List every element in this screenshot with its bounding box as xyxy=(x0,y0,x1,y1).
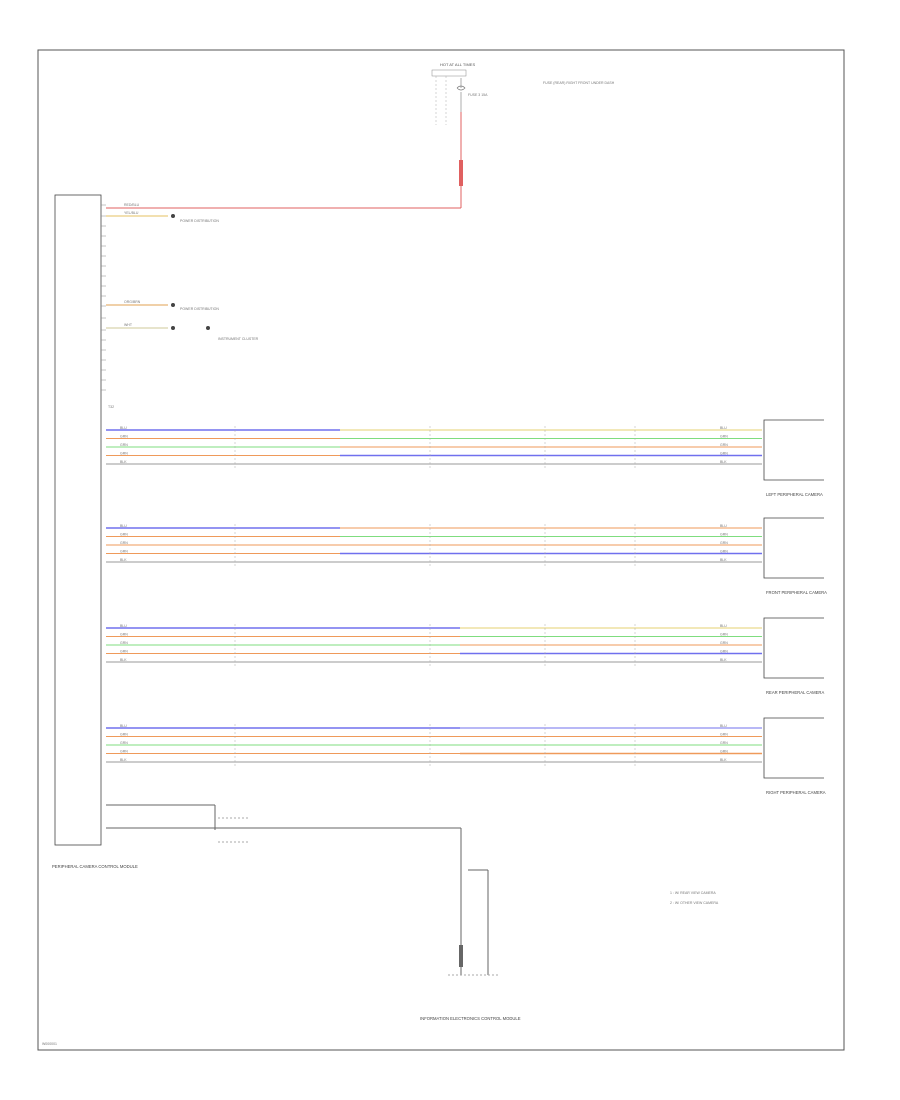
harness-wire-label-right: BLU xyxy=(720,524,727,528)
white-wire-connector xyxy=(171,326,175,330)
legend-item-1: 1 : W/ REAR VIEW CAMERA xyxy=(670,891,716,895)
footer-id: W000001 xyxy=(42,1042,57,1046)
harness-wire-label: GRN xyxy=(120,733,128,737)
source-note: FUSE (REAR) RIGHT FRONT UNDER DASH xyxy=(543,81,615,85)
power-wire-red xyxy=(106,112,463,209)
fuse-symbol xyxy=(456,78,466,112)
camera-harness-groups: BLU BLU GRN GRN GRN GRN GRN GRN BLK BLK LEFT PERIP… xyxy=(106,419,827,795)
harness-wire-label-right: BLK xyxy=(720,758,727,762)
yellow-wire-label: YEL/BLU xyxy=(124,211,139,215)
camera-box xyxy=(763,517,824,579)
module-label: PERIPHERAL CAMERA CONTROL MODULE xyxy=(52,864,138,869)
white-wire-terminal xyxy=(206,326,210,330)
harness-wire-label-right: GRN xyxy=(720,533,728,537)
yellow-wire-note: POWER DISTRIBUTION xyxy=(180,219,219,223)
camera-harness-3: BLU BLU GRN GRN GRN GRN GRN GRN BLK BLK REAR PERIP… xyxy=(106,617,824,695)
pin-block-label: T32 xyxy=(108,405,114,409)
legend-item-2: 2 : W/ OTHER VIEW CAMERA xyxy=(670,901,719,905)
camera-label: REAR PERIPHERAL CAMERA xyxy=(766,690,824,695)
harness-wire-label-right: GRN xyxy=(720,443,728,447)
harness-wire-label: BLU xyxy=(120,624,127,628)
camera-box xyxy=(763,419,824,481)
harness-wire-label: BLU xyxy=(120,524,127,528)
harness-wire-label-right: GRN xyxy=(720,750,728,754)
legend: 1 : W/ REAR VIEW CAMERA 2 : W/ OTHER VIE… xyxy=(670,891,719,905)
bottom-module-label: INFORMATION ELECTRONICS CONTROL MODULE xyxy=(420,1016,521,1021)
harness-wire-label: GRN xyxy=(120,550,128,554)
camera-box xyxy=(763,617,824,679)
harness-wire-label-right: BLU xyxy=(720,724,727,728)
harness-wire-label-right: GRN xyxy=(720,435,728,439)
harness-wire-label: GRN xyxy=(120,452,128,456)
power-source: HOT AT ALL TIMES FUSE 3 15A FUSE (REAR) … xyxy=(431,62,615,125)
white-wire-note: INSTRUMENT CLUSTER xyxy=(218,337,259,341)
harness-wire-label: BLU xyxy=(120,426,127,430)
harness-wire-label-right: BLK xyxy=(720,558,727,562)
camera-harness-1: BLU BLU GRN GRN GRN GRN GRN GRN BLK BLK LEFT PERIP… xyxy=(106,419,824,497)
harness-wire-label-right: GRN xyxy=(720,641,728,645)
camera-box xyxy=(763,717,824,779)
harness-wire-label: GRN xyxy=(120,533,128,537)
harness-wire-label: GRN xyxy=(120,435,128,439)
harness-wire-label-right: GRN xyxy=(720,452,728,456)
camera-harness-4: BLU BLU GRN GRN GRN GRN GRN GRN BLK BLK RIGHT PERI… xyxy=(106,717,826,795)
orange-wire-label: ORG/BRN xyxy=(124,300,141,304)
harness-wire-label-right: GRN xyxy=(720,541,728,545)
source-header: HOT AT ALL TIMES xyxy=(440,62,475,67)
harness-wire-label-right: GRN xyxy=(720,650,728,654)
harness-wire-label: BLU xyxy=(120,724,127,728)
camera-harness-2: BLU BLU GRN GRN GRN GRN GRN GRN BLK BLK FRONT PERI… xyxy=(106,517,827,595)
harness-wire-label: BLK xyxy=(120,558,127,562)
harness-wire-label-right: BLK xyxy=(720,658,727,662)
orange-wire-note: POWER DISTRIBUTION xyxy=(180,307,219,311)
harness-wire-label: GRN xyxy=(120,750,128,754)
camera-label: FRONT PERIPHERAL CAMERA xyxy=(766,590,827,595)
harness-wire-label: GRN xyxy=(120,633,128,637)
can-bus-wiring xyxy=(106,804,500,976)
harness-wire-label-right: GRN xyxy=(720,733,728,737)
harness-wire-label: BLK xyxy=(120,658,127,662)
harness-wire-label: GRN xyxy=(120,650,128,654)
harness-wire-label-right: BLU xyxy=(720,426,727,430)
harness-wire-label-right: GRN xyxy=(720,550,728,554)
harness-wire-label: BLK xyxy=(120,758,127,762)
harness-wire-label-right: BLU xyxy=(720,624,727,628)
harness-wire-label: GRN xyxy=(120,443,128,447)
red-wire-label: RED/BLU xyxy=(124,203,140,207)
harness-wire-label-right: GRN xyxy=(720,741,728,745)
white-wire-label: WHT xyxy=(124,323,133,327)
orange-wire-connector xyxy=(171,303,175,307)
diagram-frame xyxy=(37,49,845,1051)
yellow-wire-connector xyxy=(171,214,175,218)
harness-wire-label-right: BLK xyxy=(720,460,727,464)
camera-label: LEFT PERIPHERAL CAMERA xyxy=(766,492,823,497)
harness-wire-label-right: GRN xyxy=(720,633,728,637)
harness-wire-label: GRN xyxy=(120,741,128,745)
harness-wire-label: GRN xyxy=(120,641,128,645)
camera-label: RIGHT PERIPHERAL CAMERA xyxy=(766,790,826,795)
module-pin-ticks xyxy=(101,204,106,391)
camera-control-module-box xyxy=(54,194,102,846)
fuse-label: FUSE 3 15A xyxy=(468,93,488,97)
harness-wire-label: BLK xyxy=(120,460,127,464)
harness-wire-label: GRN xyxy=(120,541,128,545)
